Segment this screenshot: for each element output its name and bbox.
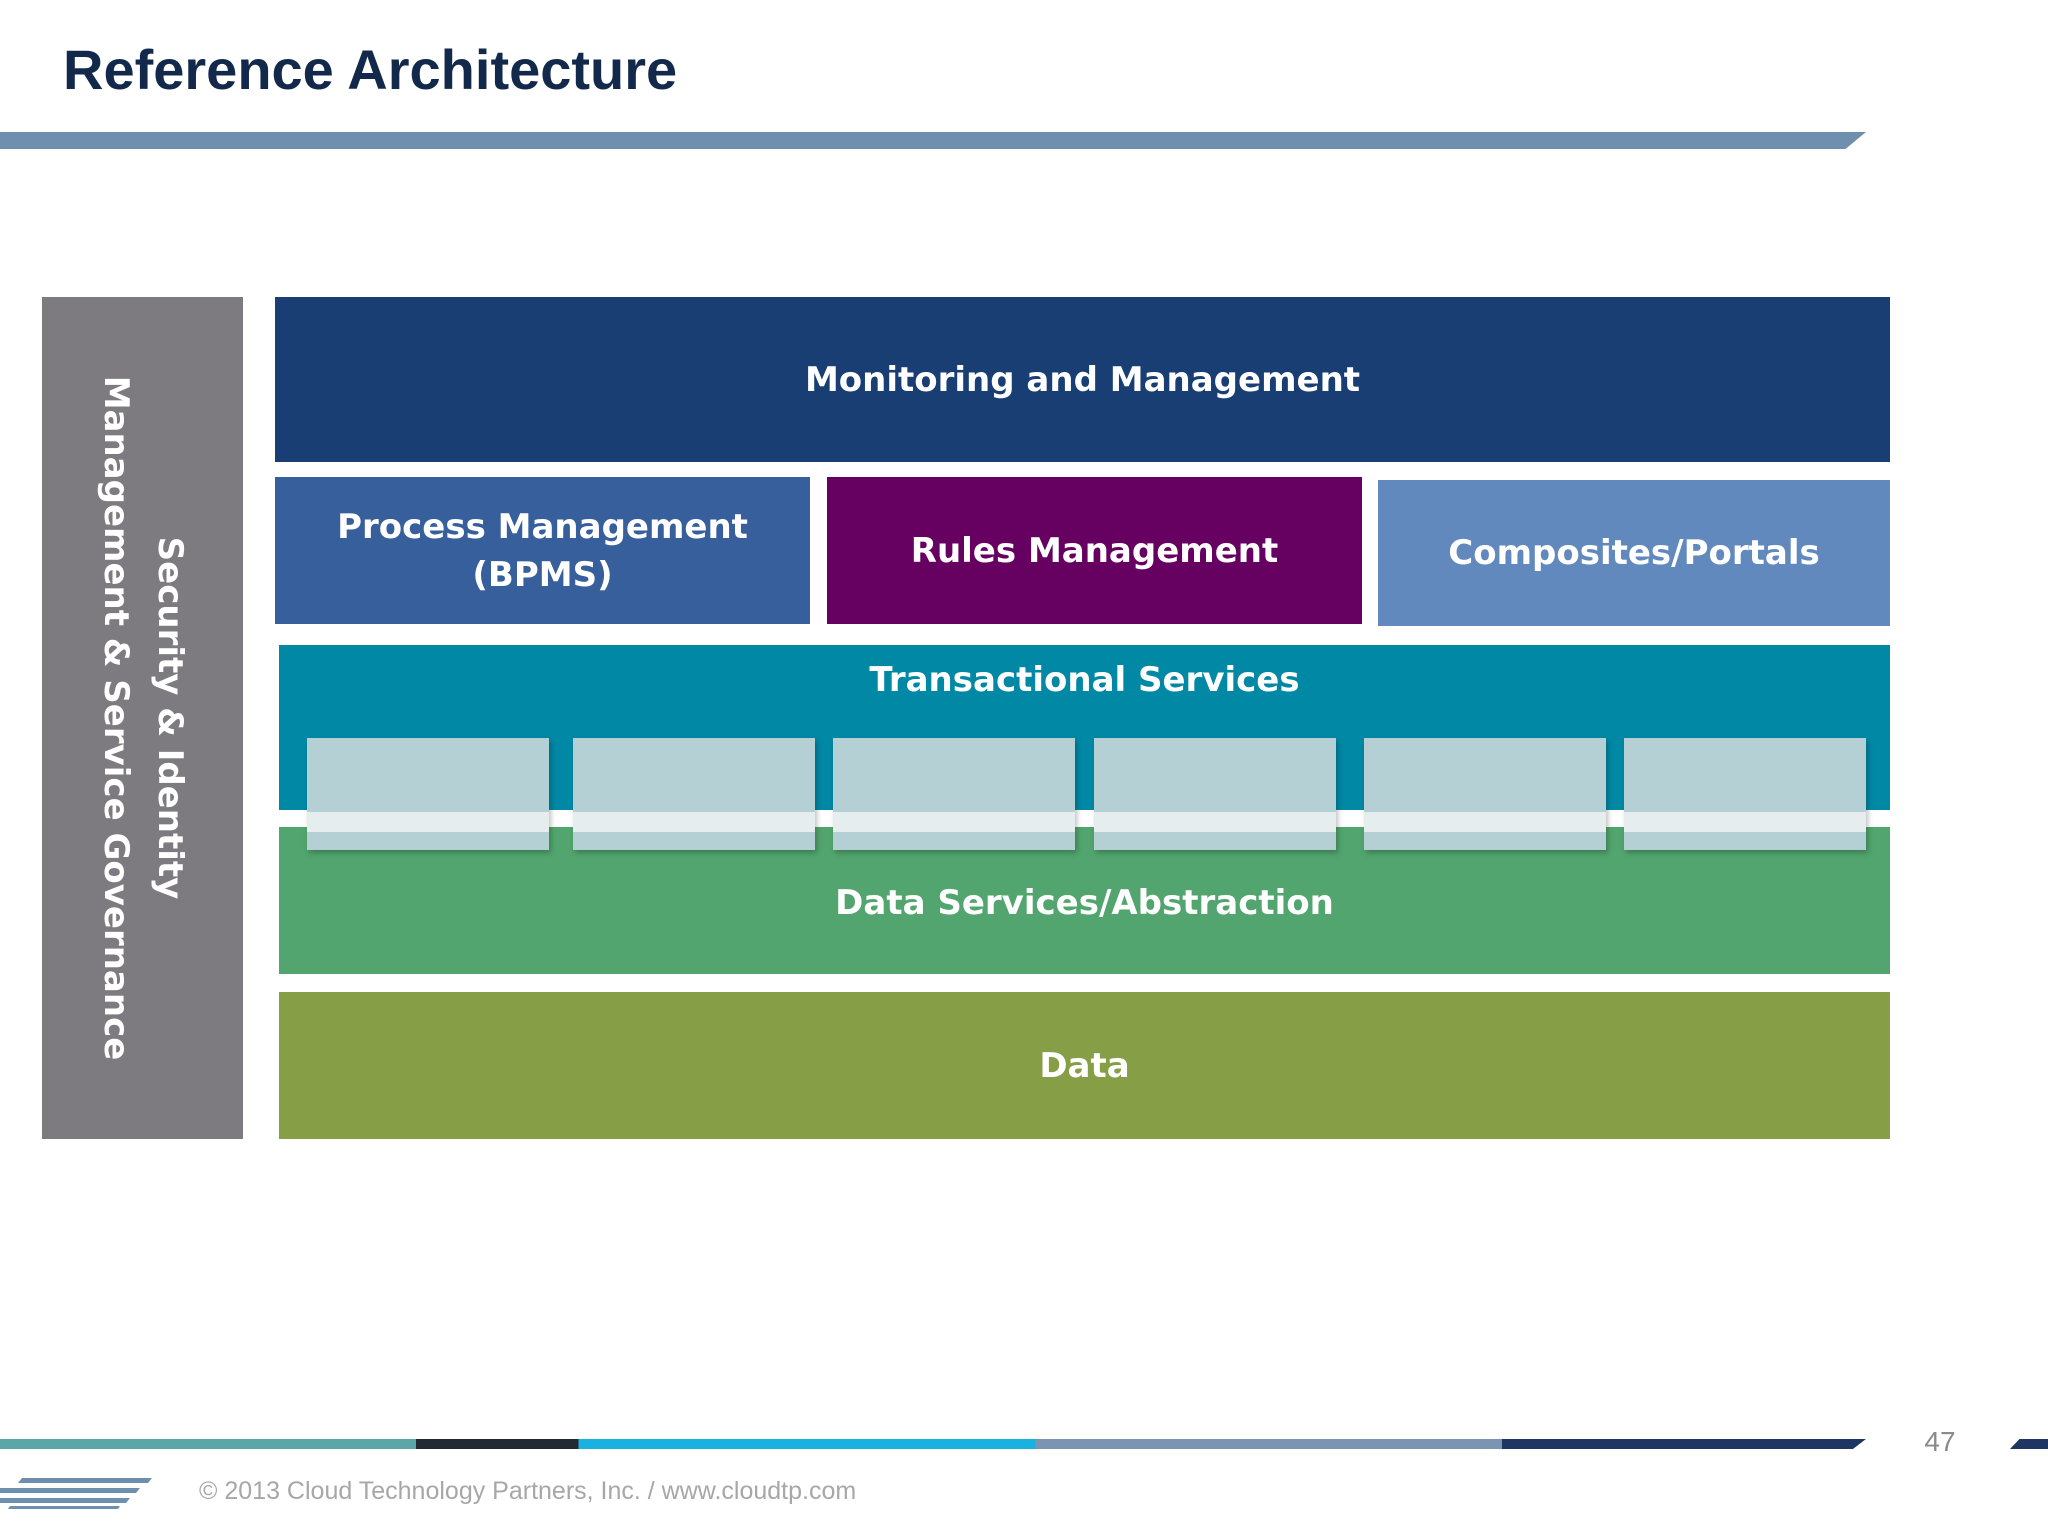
service-block [573,738,815,850]
process-management-line1: Process Management [337,506,748,547]
process-management-line2: (BPMS) [472,554,613,595]
security-governance-label: Security & Identity Management & Service… [89,318,197,1118]
rules-management-label: Rules Management [910,530,1279,571]
transactional-services-label: Transactional Services [869,660,1300,700]
rules-management-block: Rules Management [827,477,1362,624]
service-block [307,738,549,850]
data-services-label: Data Services/Abstraction [835,883,1334,923]
process-management-label: Process Management (BPMS) [337,503,748,599]
monitoring-management-layer: Monitoring and Management [275,297,1890,462]
data-services-layer [279,827,1890,974]
page-title: Reference Architecture [63,38,678,101]
security-governance-bar: Security & Identity Management & Service… [42,297,243,1139]
title-rule [0,132,1866,149]
footer-bar-end [2010,1439,2048,1449]
service-governance-text: Management & Service Governance [95,375,136,1061]
monitoring-management-label: Monitoring and Management [804,359,1361,400]
footer-color-bar [0,1439,1866,1449]
composites-portals-label: Composites/Portals [1448,533,1820,573]
process-management-block: Process Management (BPMS) [275,477,810,624]
service-block [1624,738,1866,850]
copyright-footer: © 2013 Cloud Technology Partners, Inc. /… [199,1477,857,1505]
composites-portals-block: Composites/Portals [1378,480,1890,626]
data-layer: Data [279,992,1890,1139]
service-block [1364,738,1606,850]
page-number: 47 [1924,1426,1956,1457]
service-block [833,738,1075,850]
data-label: Data [1039,1045,1130,1086]
company-logo-icon [0,1478,152,1509]
security-identity-text: Security & Identity [149,536,190,900]
service-block [1094,738,1336,850]
